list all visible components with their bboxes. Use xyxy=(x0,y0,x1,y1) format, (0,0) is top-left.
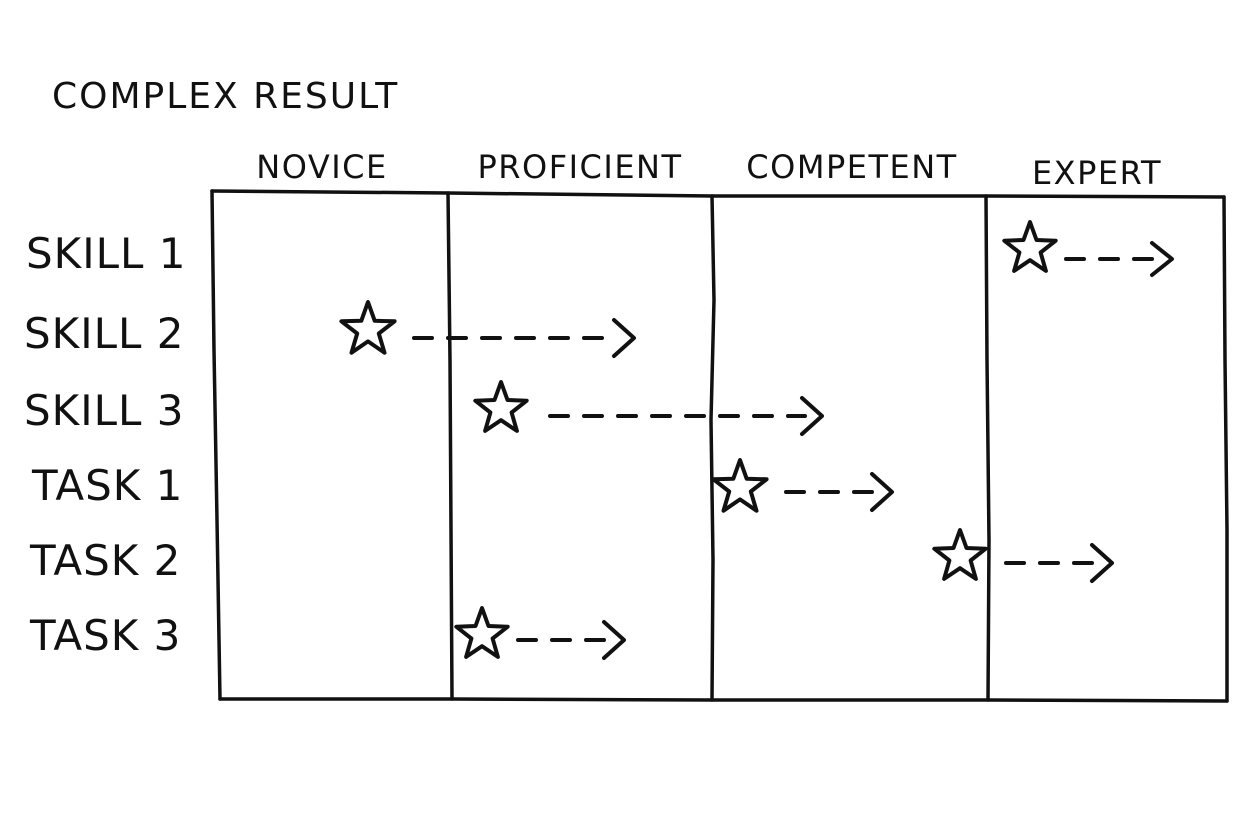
progress-row-task-3 xyxy=(454,606,626,660)
grid-divider-novice-proficient xyxy=(446,191,454,701)
arrow-right-icon xyxy=(1150,241,1174,277)
star-icon xyxy=(1002,220,1058,273)
level-header-expert: EXPERT xyxy=(1032,154,1162,192)
level-header-competent: COMPETENT xyxy=(746,148,957,186)
arrow-right-icon xyxy=(602,620,626,660)
star-icon xyxy=(473,380,529,433)
progress-row-task-1 xyxy=(711,458,894,513)
row-label-task-1: TASK 1 xyxy=(31,461,183,510)
progress-row-task-2 xyxy=(932,528,1114,583)
diagram-title: COMPLEX RESULT xyxy=(52,76,399,117)
grid-divider-competent-expert xyxy=(984,194,991,702)
arrow-right-icon xyxy=(1090,543,1114,583)
star-icon xyxy=(454,606,510,659)
level-header-novice: NOVICE xyxy=(256,148,387,186)
grid-bottom-edge xyxy=(218,697,1229,703)
row-label-task-2: TASK 2 xyxy=(29,536,181,585)
arrow-right-icon xyxy=(612,318,636,358)
grid-divider-proficient-competent xyxy=(709,194,716,702)
star-icon xyxy=(711,458,769,513)
level-header-proficient: PROFICIENT xyxy=(477,148,682,186)
row-label-skill-2: SKILL 2 xyxy=(24,309,184,358)
row-label-skill-3: SKILL 3 xyxy=(24,386,184,435)
row-label-skill-1: SKILL 1 xyxy=(26,229,186,278)
progress-row-skill-3 xyxy=(473,380,824,436)
grid-right-edge xyxy=(1222,195,1229,703)
grid-left-edge xyxy=(210,189,222,701)
progress-row-skill-1 xyxy=(1002,220,1174,277)
progress-row-skill-2 xyxy=(339,300,636,358)
star-icon xyxy=(932,528,988,581)
arrow-right-icon xyxy=(870,472,894,512)
arrow-right-icon xyxy=(800,396,824,436)
level-grid xyxy=(210,189,1229,703)
star-icon xyxy=(339,300,397,355)
row-label-task-3: TASK 3 xyxy=(29,611,181,660)
